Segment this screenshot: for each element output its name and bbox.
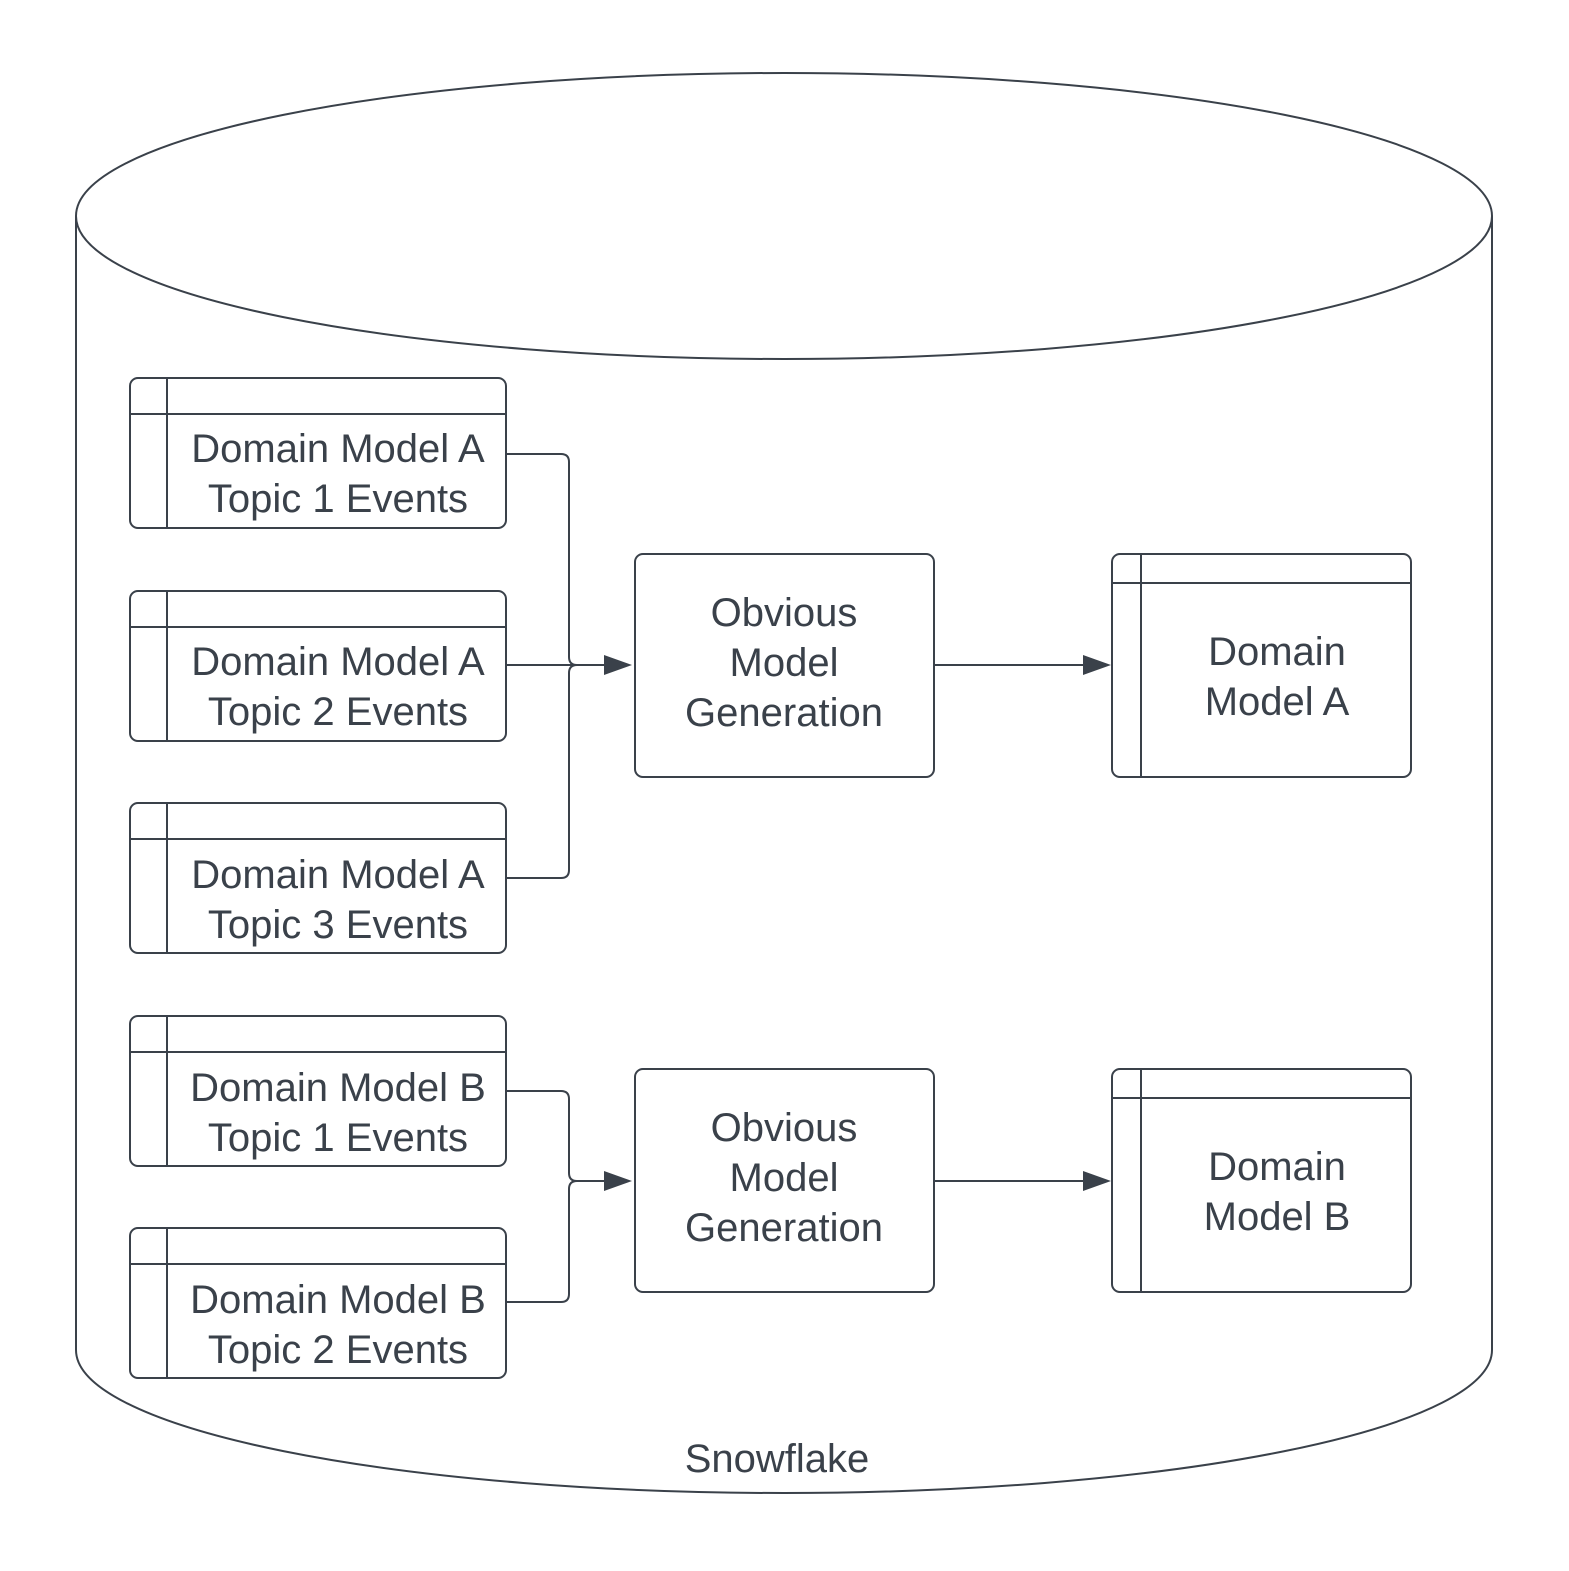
table-title-line1: Domain Model A bbox=[191, 853, 485, 897]
table-frame bbox=[1111, 553, 1412, 778]
cylinder-top bbox=[75, 72, 1493, 360]
arrowhead-into-output-b bbox=[1083, 1171, 1111, 1191]
cylinder-label: Snowflake bbox=[685, 1437, 870, 1481]
output-table-domain-model-b[interactable]: Domain Model B bbox=[1111, 1068, 1412, 1293]
source-table-a-topic-2[interactable]: Domain Model A Topic 2 Events bbox=[129, 590, 507, 742]
source-table-a-topic-1[interactable]: Domain Model A Topic 1 Events bbox=[129, 377, 507, 529]
arrowhead-into-process-a bbox=[604, 655, 632, 675]
table-title-line1: Domain bbox=[1208, 1145, 1346, 1189]
group-domain-model-b: Domain Model B Topic 1 Events Domain Mod… bbox=[129, 1015, 1412, 1379]
connector-a3-to-process bbox=[506, 664, 604, 879]
group-domain-model-a: Domain Model A Topic 1 Events Domain Mod… bbox=[129, 377, 1412, 954]
process-label-line2: Model bbox=[730, 641, 839, 685]
table-title-line1: Domain bbox=[1208, 630, 1346, 674]
process-label-line3: Generation bbox=[685, 691, 883, 735]
source-table-b-topic-1[interactable]: Domain Model B Topic 1 Events bbox=[129, 1015, 507, 1167]
table-title-line2: Model B bbox=[1204, 1195, 1351, 1239]
source-table-b-topic-2[interactable]: Domain Model B Topic 2 Events bbox=[129, 1227, 507, 1379]
process-box-a[interactable]: Obvious Model Generation bbox=[634, 553, 935, 778]
arrowhead-into-output-a bbox=[1083, 655, 1111, 675]
table-title-line2: Topic 2 Events bbox=[208, 1328, 468, 1372]
table-title-line2: Topic 1 Events bbox=[208, 1116, 468, 1160]
table-title-line1: Domain Model B bbox=[190, 1278, 486, 1322]
source-table-a-topic-3[interactable]: Domain Model A Topic 3 Events bbox=[129, 802, 507, 954]
table-title-line1: Domain Model A bbox=[191, 640, 485, 684]
table-title-line2: Topic 1 Events bbox=[208, 477, 468, 521]
table-title-line1: Domain Model A bbox=[191, 427, 485, 471]
output-table-domain-model-a[interactable]: Domain Model A bbox=[1111, 553, 1412, 778]
arrowhead-into-process-b bbox=[604, 1171, 632, 1191]
table-title-line2: Model A bbox=[1205, 680, 1350, 724]
connector-b2-to-process bbox=[506, 1180, 604, 1303]
process-label-line1: Obvious bbox=[711, 591, 858, 635]
process-box-b[interactable]: Obvious Model Generation bbox=[634, 1068, 935, 1293]
process-label-line2: Model bbox=[730, 1156, 839, 1200]
process-label-line3: Generation bbox=[685, 1206, 883, 1250]
table-title-line2: Topic 2 Events bbox=[208, 690, 468, 734]
table-frame bbox=[1111, 1068, 1412, 1293]
table-title-line1: Domain Model B bbox=[190, 1066, 486, 1110]
process-label-line1: Obvious bbox=[711, 1106, 858, 1150]
table-title-line2: Topic 3 Events bbox=[208, 903, 468, 947]
